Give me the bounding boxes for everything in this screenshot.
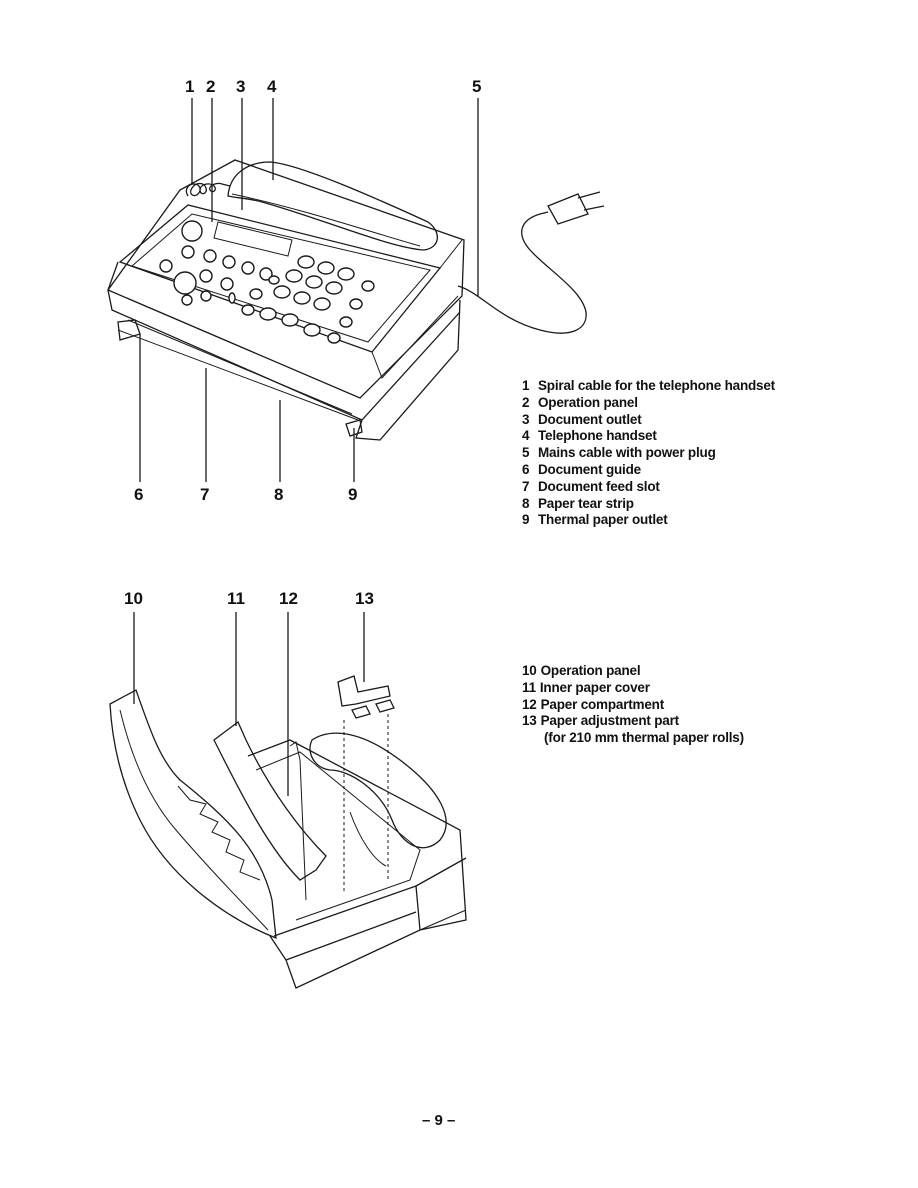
page-number: – 9 – xyxy=(422,1112,456,1129)
callout-8: 8 xyxy=(274,485,284,504)
callout-11: 11 xyxy=(227,589,245,608)
callout-4: 4 xyxy=(267,77,277,96)
callout-6: 6 xyxy=(134,485,144,504)
callout-9: 9 xyxy=(348,485,358,504)
callout-1: 1 xyxy=(185,77,195,96)
callout-12: 12 xyxy=(279,589,298,608)
callout-7: 7 xyxy=(200,485,210,504)
fax-machine-illustration xyxy=(106,98,605,482)
callout-13: 13 xyxy=(355,589,374,608)
callout-5: 5 xyxy=(472,77,482,96)
legend-note: (for 210 mm thermal paper rolls) xyxy=(544,730,744,746)
callout-3: 3 xyxy=(236,77,246,96)
callout-10: 10 xyxy=(124,589,143,608)
callout-2: 2 xyxy=(206,77,216,96)
